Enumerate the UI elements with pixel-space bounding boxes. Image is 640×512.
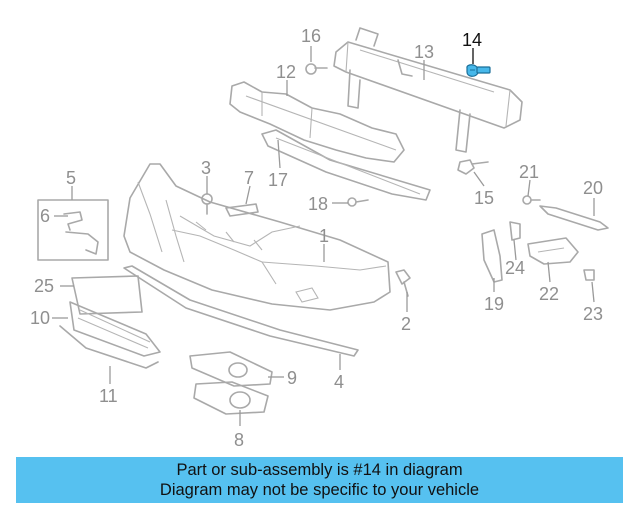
part-12-absorber [229, 81, 405, 163]
leader-22 [547, 261, 551, 283]
callout-24: 24 [505, 258, 525, 278]
part-20-bracket [539, 205, 609, 231]
part-13-reinforcement [333, 27, 523, 153]
callout-15: 15 [474, 188, 494, 208]
part-16-clip [305, 63, 328, 75]
part-14-bolt [466, 64, 491, 77]
part-3-clip [201, 193, 213, 215]
part-10-grille [69, 301, 161, 357]
callout-4: 4 [334, 372, 344, 392]
callout-8: 8 [234, 430, 244, 450]
callout-10: 10 [30, 308, 50, 328]
part-25-plate [71, 275, 143, 315]
leader-7 [245, 185, 251, 205]
callout-2: 2 [401, 314, 411, 334]
callout-11: 11 [99, 386, 118, 406]
part-19-bracket [481, 229, 503, 283]
leader-21 [527, 179, 531, 197]
callout-16: 16 [301, 26, 321, 46]
callout-9: 9 [287, 368, 297, 388]
info-banner: Part or sub-assembly is #14 in diagram D… [16, 457, 623, 503]
part-15-bolt [457, 159, 489, 175]
part-7-bracket [225, 203, 259, 217]
part-21-screw [522, 195, 541, 205]
callout-3: 3 [201, 158, 211, 178]
parts-diagram: 1 2 3 4 5 6 7 8 9 10 11 12 13 14 15 16 1… [30, 26, 609, 450]
part-23-screw [583, 269, 595, 281]
part-18-screw [347, 197, 369, 207]
part-4-strip [123, 265, 359, 357]
part-9-bezel [189, 351, 273, 387]
callout-25: 25 [34, 276, 54, 296]
leader-23 [591, 281, 595, 303]
part-22-bracket [527, 237, 579, 265]
part-17-strip [261, 129, 431, 201]
banner-line-1: Part or sub-assembly is #14 in diagram [176, 461, 463, 479]
leader-17 [277, 139, 281, 169]
part-2-screw [395, 269, 411, 297]
part-11-trim [59, 325, 159, 369]
part-24-clip [509, 221, 521, 241]
callout-6: 6 [40, 206, 50, 226]
callout-18: 18 [308, 194, 328, 214]
callout-13: 13 [414, 42, 434, 62]
callout-22: 22 [539, 284, 559, 304]
callout-14: 14 [462, 30, 482, 50]
banner-line-2: Diagram may not be specific to your vehi… [159, 481, 480, 499]
callout-23: 23 [583, 304, 603, 324]
callout-5: 5 [66, 168, 76, 188]
callout-1: 1 [319, 226, 329, 246]
part-8-bezel [193, 381, 269, 415]
callout-21: 21 [519, 162, 539, 182]
callout-7: 7 [244, 168, 254, 188]
leader-15 [473, 171, 485, 187]
leader-24 [513, 239, 517, 261]
callout-19: 19 [484, 294, 504, 314]
callout-20: 20 [583, 178, 603, 198]
part-1-bumper-cover [123, 163, 391, 311]
part-5-6-group [37, 199, 109, 261]
callout-17: 17 [268, 170, 288, 190]
callout-12: 12 [276, 62, 296, 82]
